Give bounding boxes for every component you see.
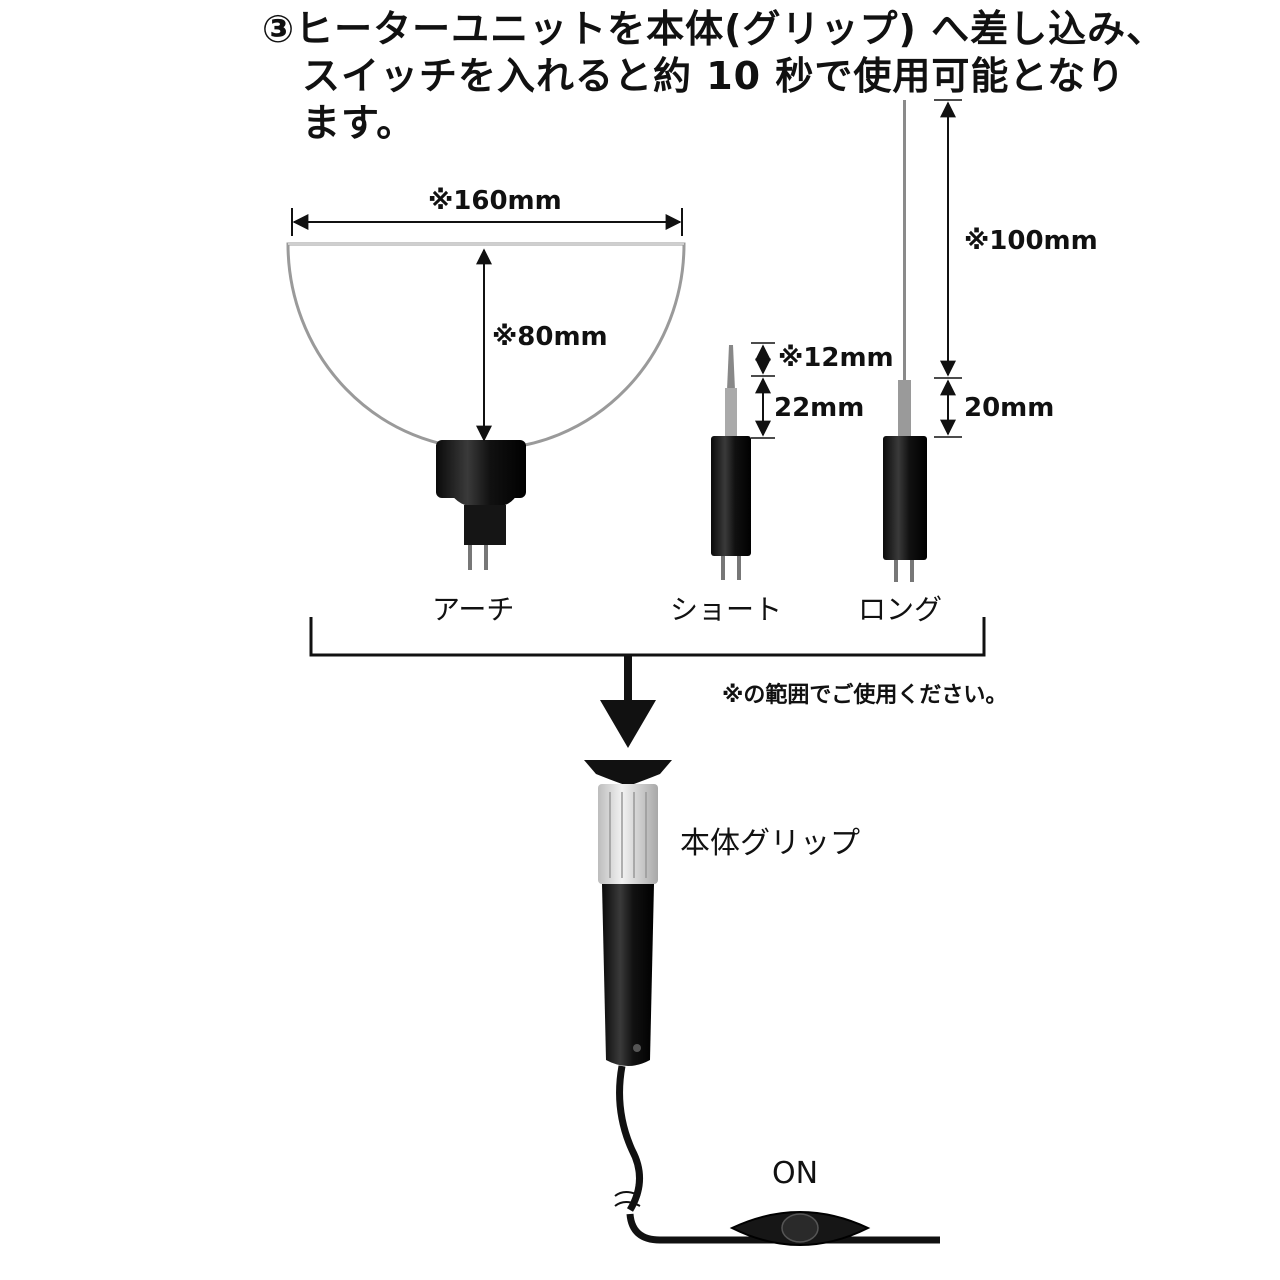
grip-body [584,760,940,1244]
arch-height-label: ※80mm [492,322,608,352]
unit-label-short: ショート [670,593,783,626]
arch-heater-unit [286,242,686,570]
short-tip-label: ※12mm [778,343,894,373]
insert-arrow [600,700,656,748]
instruction-line-1: ③ヒーターユニットを本体(グリップ) へ差し込み、 [262,7,1166,51]
grip-label: 本体グリップ [680,826,860,861]
unit-label-long: ロング [858,593,943,626]
arch-width-label: ※160mm [428,186,562,216]
instruction-line-3: ます。 [302,101,416,145]
switch-on-label: ON [772,1156,819,1191]
long-shaft-label: 20mm [964,393,1055,423]
instruction-text: ③ヒーターユニットを本体(グリップ) へ差し込み、 スイッチを入れると約 10 … [262,6,1166,147]
short-heater-unit [711,345,751,580]
long-heater-unit [883,100,927,582]
unit-label-arch: アーチ [432,593,515,626]
range-note: ※の範囲でご使用ください。 [722,683,1008,708]
power-switch[interactable] [729,1211,871,1246]
long-tip-label: ※100mm [964,226,1098,256]
short-shaft-label: 22mm [774,393,865,423]
selection-bracket [309,617,986,657]
instruction-line-2: スイッチを入れると約 10 秒で使用可能となり [302,54,1126,98]
